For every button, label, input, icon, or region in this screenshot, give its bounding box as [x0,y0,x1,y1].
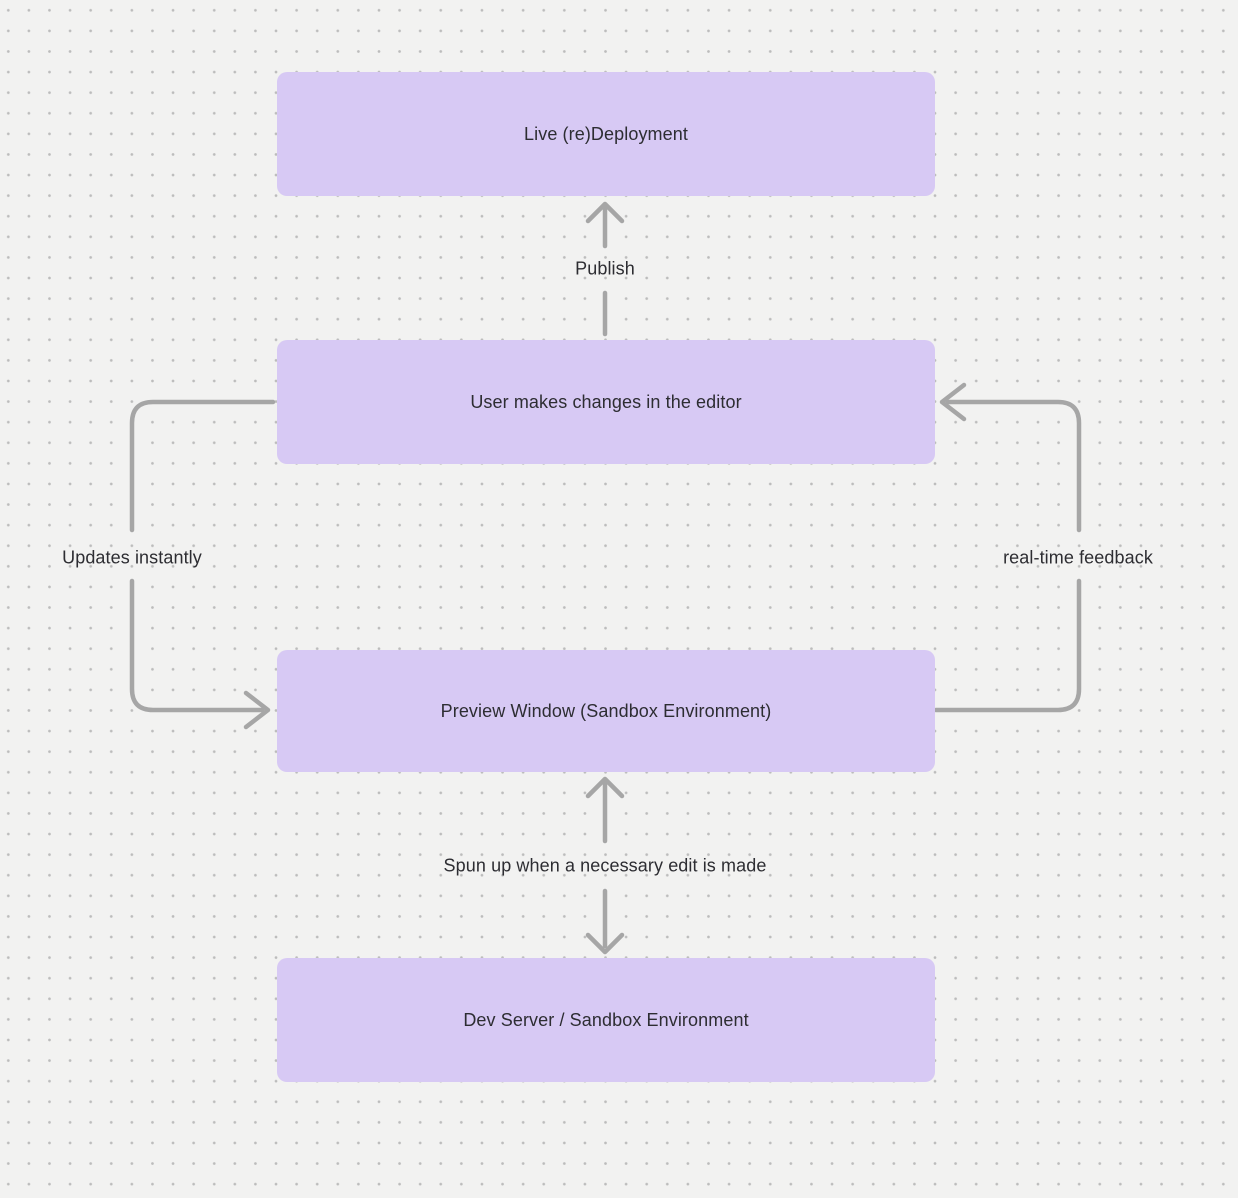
node-live-deployment: Live (re)Deployment [277,72,935,196]
node-preview-window-label: Preview Window (Sandbox Environment) [440,700,772,721]
arrowhead-left-icon [939,382,967,422]
node-live-deployment-label: Live (re)Deployment [524,123,688,144]
edge-label-spun-up: Spun up when a necessary edit is made [443,855,767,876]
edge-label-updates-instantly: Updates instantly [62,547,202,568]
node-dev-server: Dev Server / Sandbox Environment [277,958,935,1082]
arrowhead-down-icon [585,932,625,955]
edge-label-realtime-feedback: real-time feedback [1003,547,1153,568]
arrowhead-up-icon [585,776,625,799]
arrowhead-up-icon [585,201,625,224]
node-editor-changes-label: User makes changes in the editor [470,391,742,412]
node-dev-server-label: Dev Server / Sandbox Environment [463,1009,749,1030]
arrowhead-right-icon [243,690,271,730]
node-preview-window: Preview Window (Sandbox Environment) [277,650,935,772]
node-editor-changes: User makes changes in the editor [277,340,935,464]
edge-label-publish: Publish [575,258,635,279]
